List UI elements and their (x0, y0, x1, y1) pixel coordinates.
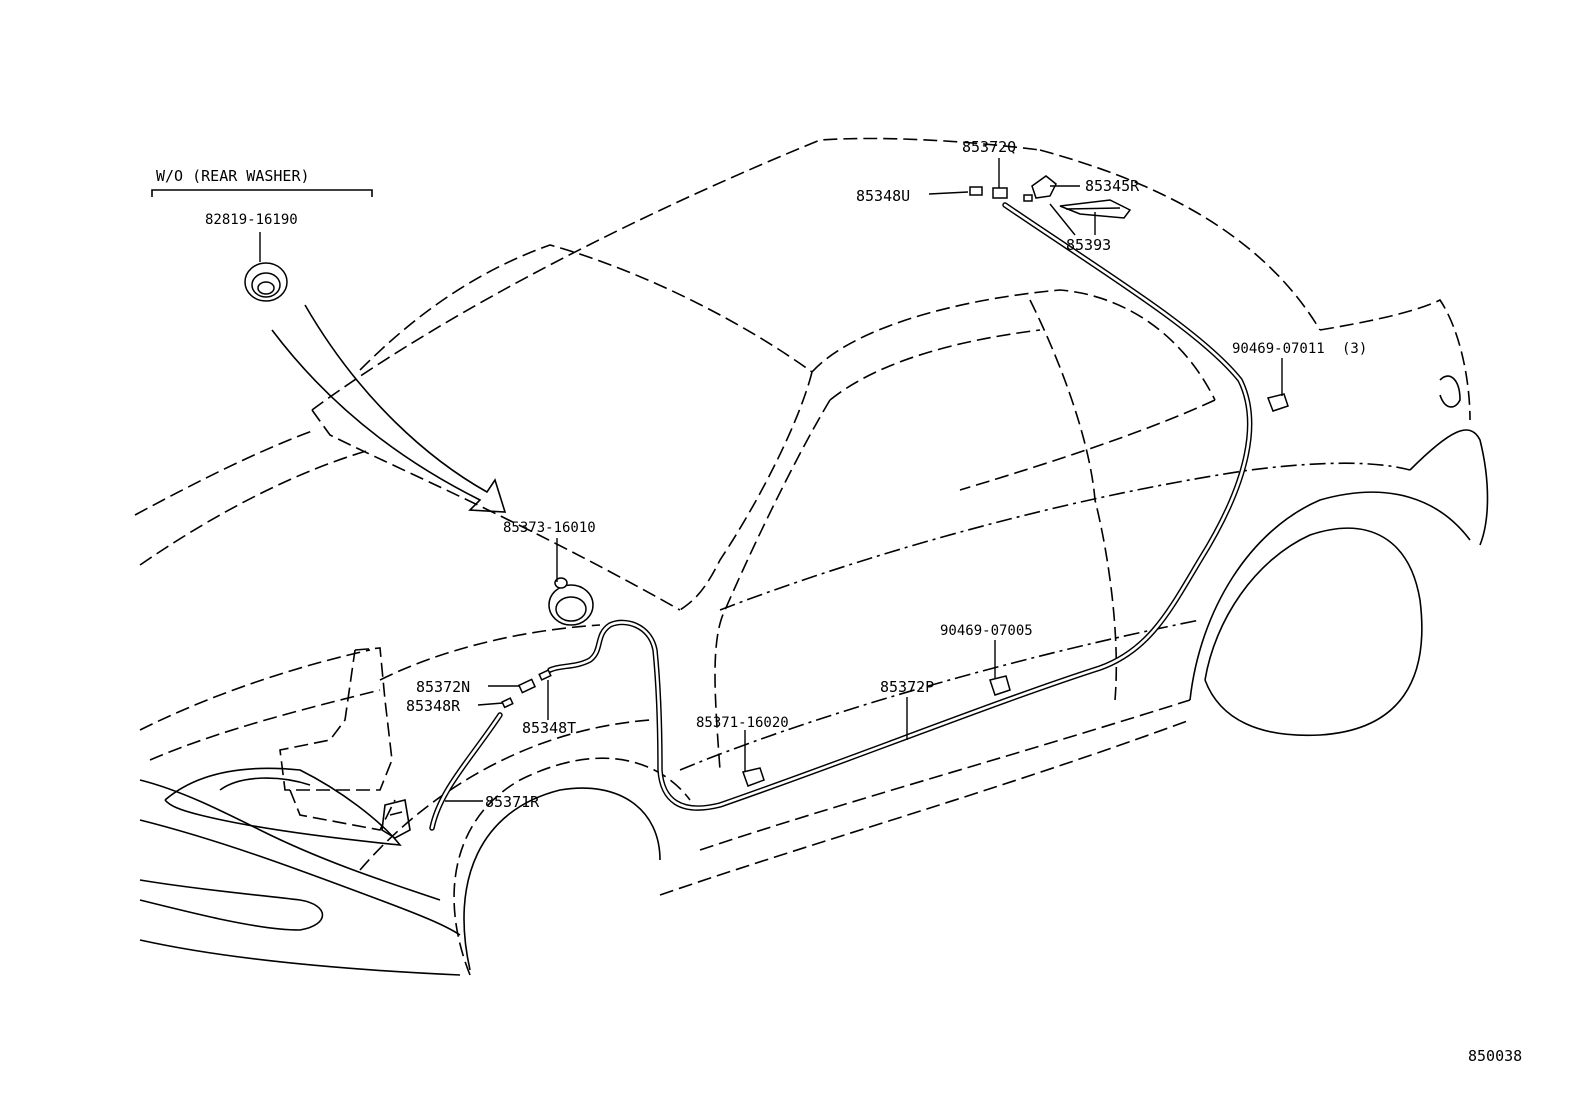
joint-85348U (969, 186, 983, 196)
label-85348U: 85348U (856, 187, 910, 205)
leader-lines (445, 158, 1283, 802)
label-85345R: 85345R (1085, 177, 1140, 195)
cap-85373-16010 (548, 577, 594, 626)
joint-85348T (538, 669, 552, 681)
label-90469-07005: 90469-07005 (940, 623, 1033, 639)
grommet-82819-16190 (244, 262, 288, 302)
label-85371R: 85371R (485, 793, 540, 811)
labels: W/O (REAR WASHER) 82819-16190 85372Q 853… (156, 138, 1522, 1065)
label-90469-07011-qty: (3) (1342, 341, 1367, 357)
variant-inset (151, 189, 507, 513)
clamp-90469-07011 (1266, 393, 1289, 412)
label-85371-16020: 85371-16020 (696, 715, 789, 731)
label-85372P: 85372P (880, 678, 934, 696)
clamp-85371-16020 (742, 767, 765, 787)
connector-85372N (517, 678, 537, 694)
label-82819-16190: 82819-16190 (205, 212, 298, 228)
car-outline (134, 137, 1489, 976)
parts (244, 175, 1289, 787)
plate-85393 (1059, 199, 1132, 219)
variant-bracket (151, 189, 373, 197)
label-85372N: 85372N (416, 678, 470, 696)
joint-85348R (501, 697, 514, 709)
label-90469-07011: 90469-07011 (1232, 341, 1325, 357)
label-85393: 85393 (1066, 236, 1111, 254)
clamp-90469-07005 (989, 675, 1011, 696)
hose-85372Q (992, 187, 1008, 199)
diagram-id: 850038 (1468, 1047, 1522, 1065)
variant-heading: W/O (REAR WASHER) (156, 167, 310, 185)
label-85348R: 85348R (406, 697, 461, 715)
nozzle-85345R (1023, 175, 1057, 202)
label-85373-16010: 85373-16010 (503, 520, 596, 536)
washer-hose (429, 202, 1253, 831)
label-85372Q: 85372Q (962, 138, 1016, 156)
label-85348T: 85348T (522, 719, 576, 737)
arrow-icon (271, 304, 507, 513)
